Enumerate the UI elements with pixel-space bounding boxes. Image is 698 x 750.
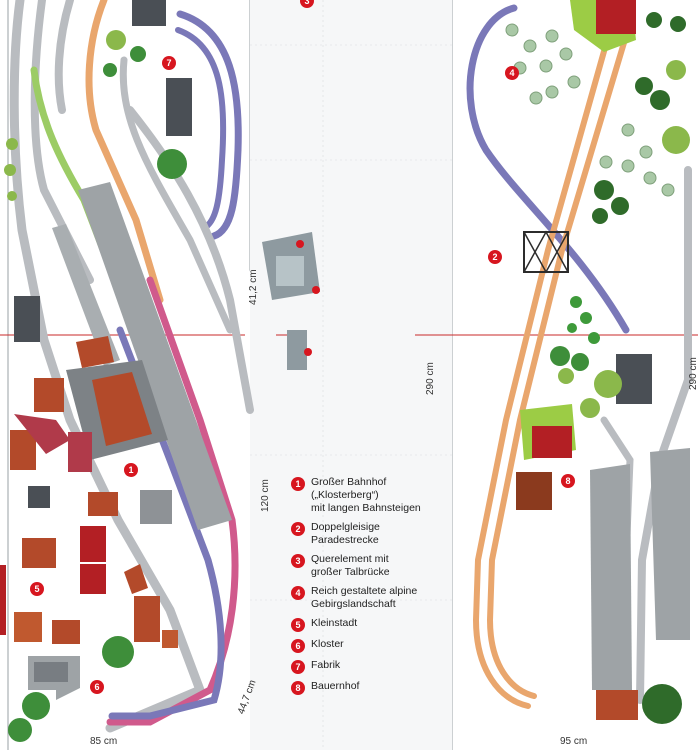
track-orange-double-2 xyxy=(486,33,629,699)
legend-label: Kleinstadt xyxy=(311,617,358,629)
track-grey-3 xyxy=(54,0,74,114)
marker-7: 7 xyxy=(162,56,176,70)
kloster-buildings xyxy=(28,656,80,700)
legend-label: Querelement mit großer Talbrücke xyxy=(311,553,390,578)
mountain-building xyxy=(570,0,636,52)
legend-number: 5 xyxy=(291,618,305,632)
legend-label: Fabrik xyxy=(311,659,341,671)
marker-6: 6 xyxy=(90,680,104,694)
track-purple-fabrik xyxy=(176,10,242,240)
legend-number: 6 xyxy=(291,639,305,653)
middle-module xyxy=(250,0,452,750)
alpine-small-trees xyxy=(567,296,600,344)
dimension-left-width: 85 cm xyxy=(90,736,118,747)
track-purple-main xyxy=(108,326,225,720)
marker-4: 4 xyxy=(505,66,519,80)
legend-number: 2 xyxy=(291,522,305,536)
legend-label: Reich gestaltete alpine Gebirgslandschaf… xyxy=(311,585,418,610)
dimension-middle-upper: 41,2 cm xyxy=(248,269,259,305)
legend-number: 1 xyxy=(291,477,305,491)
legend-label: Bauernhof xyxy=(311,680,360,692)
dimension-right-width: 95 cm xyxy=(560,736,588,747)
dimension-right-depth: 290 cm xyxy=(425,362,436,395)
left-module-tracks xyxy=(9,0,254,733)
left-trees xyxy=(4,30,187,742)
marker-2: 2 xyxy=(488,250,502,264)
track-purple-fabrik-2 xyxy=(175,27,227,231)
marker-1: 1 xyxy=(124,463,138,477)
track-purple-loop xyxy=(466,4,630,334)
legend: 1 Großer Bahnhof („Klosterberg“) mit lang… xyxy=(291,476,441,701)
track-orange xyxy=(85,0,164,304)
legend-number: 3 xyxy=(291,554,305,568)
legend-item: 8 Bauernhof xyxy=(291,680,441,695)
legend-item: 2 Doppelgleisige Paradestrecke xyxy=(291,521,441,547)
legend-item: 5 Kleinstadt xyxy=(291,617,441,632)
track-grey-right xyxy=(126,106,254,414)
track-grey-4 xyxy=(119,56,234,334)
track-orange-double-1 xyxy=(472,27,613,709)
marker-3: 3 xyxy=(300,0,314,8)
station-platforms xyxy=(52,182,232,530)
marker-5: 5 xyxy=(30,582,44,596)
right-platforms xyxy=(590,354,690,690)
alpine-rocks xyxy=(505,23,675,197)
legend-item: 1 Großer Bahnhof („Klosterberg“) mit lang… xyxy=(291,476,441,515)
legend-number: 8 xyxy=(291,681,305,695)
dimension-far-right-depth: 290 cm xyxy=(688,357,698,390)
viaduct xyxy=(523,230,569,274)
legend-item: 7 Fabrik xyxy=(291,659,441,674)
town-buildings xyxy=(0,378,178,648)
middle-structures xyxy=(262,232,320,370)
track-grey-2 xyxy=(30,0,94,284)
legend-label: Doppelgleisige Paradestrecke xyxy=(311,521,380,546)
right-trees xyxy=(550,12,690,724)
dimension-middle-lower: 120 cm xyxy=(260,479,271,512)
legend-item: 6 Kloster xyxy=(291,638,441,653)
legend-number: 4 xyxy=(291,586,305,600)
legend-item: 4 Reich gestaltete alpine Gebirgslandscha… xyxy=(291,585,441,611)
legend-label: Großer Bahnhof („Klosterberg“) mit lange… xyxy=(311,476,421,514)
farm-buildings xyxy=(516,404,638,720)
track-outer-grey xyxy=(9,0,206,733)
factory-building xyxy=(14,0,192,342)
legend-number: 7 xyxy=(291,660,305,674)
marker-8: 8 xyxy=(561,474,575,488)
legend-item: 3 Querelement mit großer Talbrücke xyxy=(291,553,441,579)
legend-label: Kloster xyxy=(311,638,344,650)
track-pink xyxy=(106,276,239,726)
